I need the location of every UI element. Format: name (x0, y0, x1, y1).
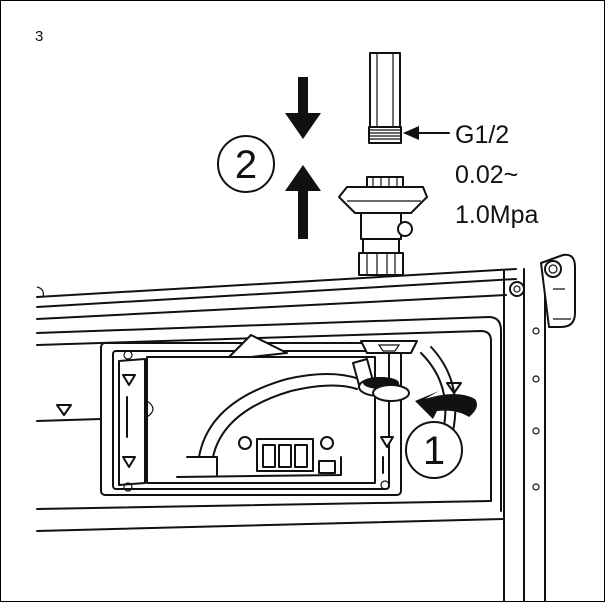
pressure-label-line1: 0.02~ (455, 161, 518, 189)
thread-size-label: G1/2 (455, 121, 509, 149)
callout-turn-number: 1 (423, 429, 445, 473)
knurled-nut (352, 358, 410, 402)
appliance-top-rail (36, 268, 517, 320)
appliance-housing (36, 316, 504, 532)
appliance-side-frame (503, 253, 576, 602)
pressure-label-line2: 1.0Mpa (455, 201, 538, 229)
inlet-hose (198, 340, 457, 458)
connect-arrows (285, 77, 321, 239)
supply-pipe (368, 52, 450, 144)
callout-connect-number: 2 (235, 143, 257, 187)
rotation-arrow (415, 391, 477, 419)
step-number: 3 (35, 28, 43, 45)
inlet-valve (338, 176, 428, 276)
connection-box (100, 334, 402, 496)
callout-turn: 1 (405, 421, 463, 479)
terminal-block (176, 436, 342, 478)
callout-connect: 2 (217, 135, 275, 193)
